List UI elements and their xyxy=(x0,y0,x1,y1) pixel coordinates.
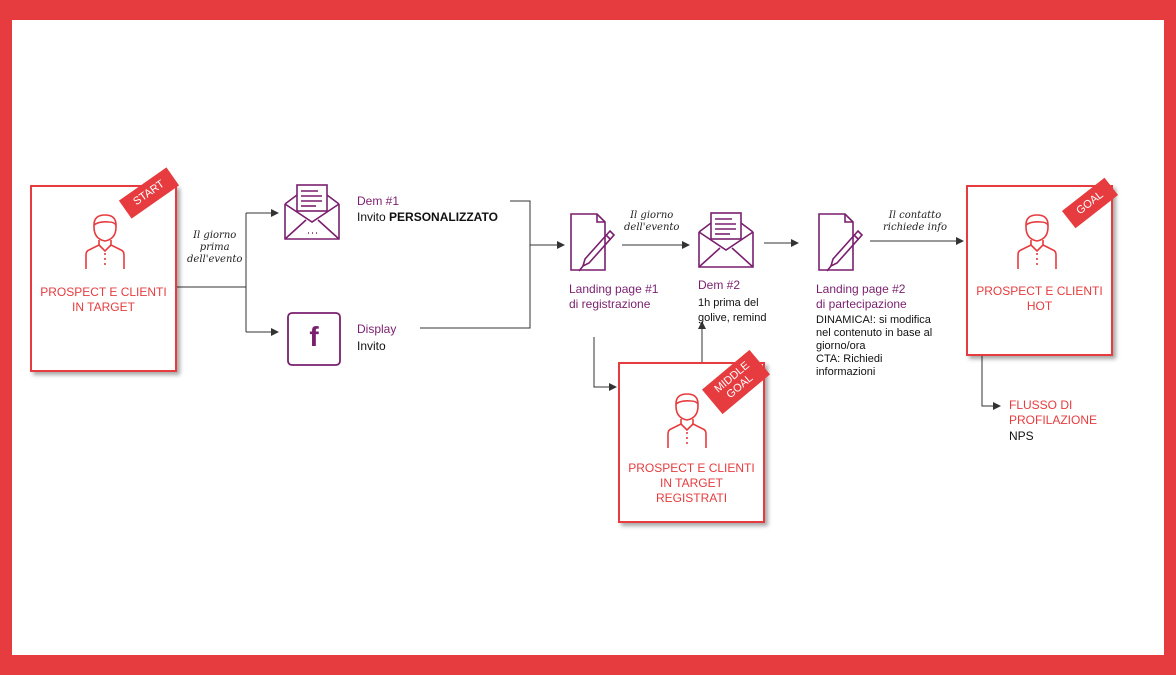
landing2-title: Landing page #2 di partecipazione xyxy=(816,282,907,311)
flusso-text: NPS xyxy=(1009,429,1034,443)
display-title: Display xyxy=(357,322,397,336)
dem1-text: Invito PERSONALIZZATO xyxy=(357,211,498,224)
start-node: PROSPECT E CLIENTI IN TARGET xyxy=(30,185,177,372)
flusso-title: FLUSSO DI PROFILAZIONE xyxy=(1009,398,1098,427)
person-icon xyxy=(667,393,707,448)
landing1-title: Landing page #1 di registrazione xyxy=(569,282,659,311)
note-giorno-prima: Il giorno prima dell'evento xyxy=(187,230,243,265)
document-pen-icon xyxy=(570,213,615,272)
display-text: Invito xyxy=(357,339,386,353)
dem1-text-prefix: Invito xyxy=(357,210,390,224)
envelope-icon xyxy=(698,212,754,268)
facebook-icon xyxy=(287,312,341,366)
landing2-text: DINAMICA!: si modifica nel contenuto in … xyxy=(816,314,933,378)
diagram-canvas: PROSPECT E CLIENTI IN TARGET START Il gi… xyxy=(12,20,1164,655)
start-node-label: PROSPECT E CLIENTI IN TARGET xyxy=(40,285,167,314)
document-pen-icon xyxy=(818,213,863,272)
note-giorno-evento: Il giorno dell'evento xyxy=(624,210,680,233)
facebook-icon-letter: f xyxy=(309,321,319,352)
goal-node-label: PROSPECT E CLIENTI HOT xyxy=(976,284,1103,313)
dem2-text: 1h prima del golive, remind xyxy=(698,297,767,324)
person-icon xyxy=(85,214,125,269)
envelope-icon xyxy=(284,184,340,240)
dem1-title: Dem #1 xyxy=(357,194,400,208)
dem2-title: Dem #2 xyxy=(698,278,741,292)
note-contatto-info: Il contatto richiede info xyxy=(883,210,947,233)
person-icon xyxy=(1017,214,1057,269)
middle-goal-label: PROSPECT E CLIENTI IN TARGET REGISTRATI xyxy=(628,461,755,505)
connector-lines xyxy=(177,200,1001,410)
dem1-text-bold: PERSONALIZZATO xyxy=(389,210,498,224)
